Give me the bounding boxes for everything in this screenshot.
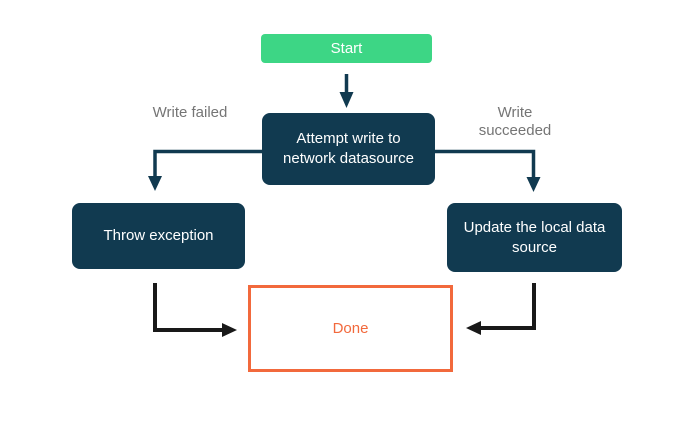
node-throw-exception: Throw exception (72, 203, 245, 269)
node-done: Done (248, 285, 453, 372)
edge-label-write-succeeded: Write succeeded (478, 104, 552, 139)
node-start: Start (261, 34, 432, 63)
node-done-label: Done (332, 319, 369, 337)
node-attempt-write-label: Attempt write to network datasource (283, 130, 414, 167)
edge-label-write-failed: Write failed (152, 104, 228, 121)
node-update-local-data: Update the local data source (447, 203, 622, 272)
arrow-attempt-to-update (435, 149, 541, 192)
node-throw-exception-label: Throw exception (103, 227, 214, 244)
node-update-local-data-label: Update the local data source (463, 218, 606, 256)
arrow-start-to-attempt (339, 74, 354, 108)
node-attempt-write: Attempt write to network datasource (262, 113, 435, 185)
node-start-label: Start (330, 39, 363, 57)
arrow-attempt-to-throw (148, 149, 262, 191)
arrow-throw-to-done (153, 283, 237, 337)
arrow-update-to-done (466, 283, 536, 335)
